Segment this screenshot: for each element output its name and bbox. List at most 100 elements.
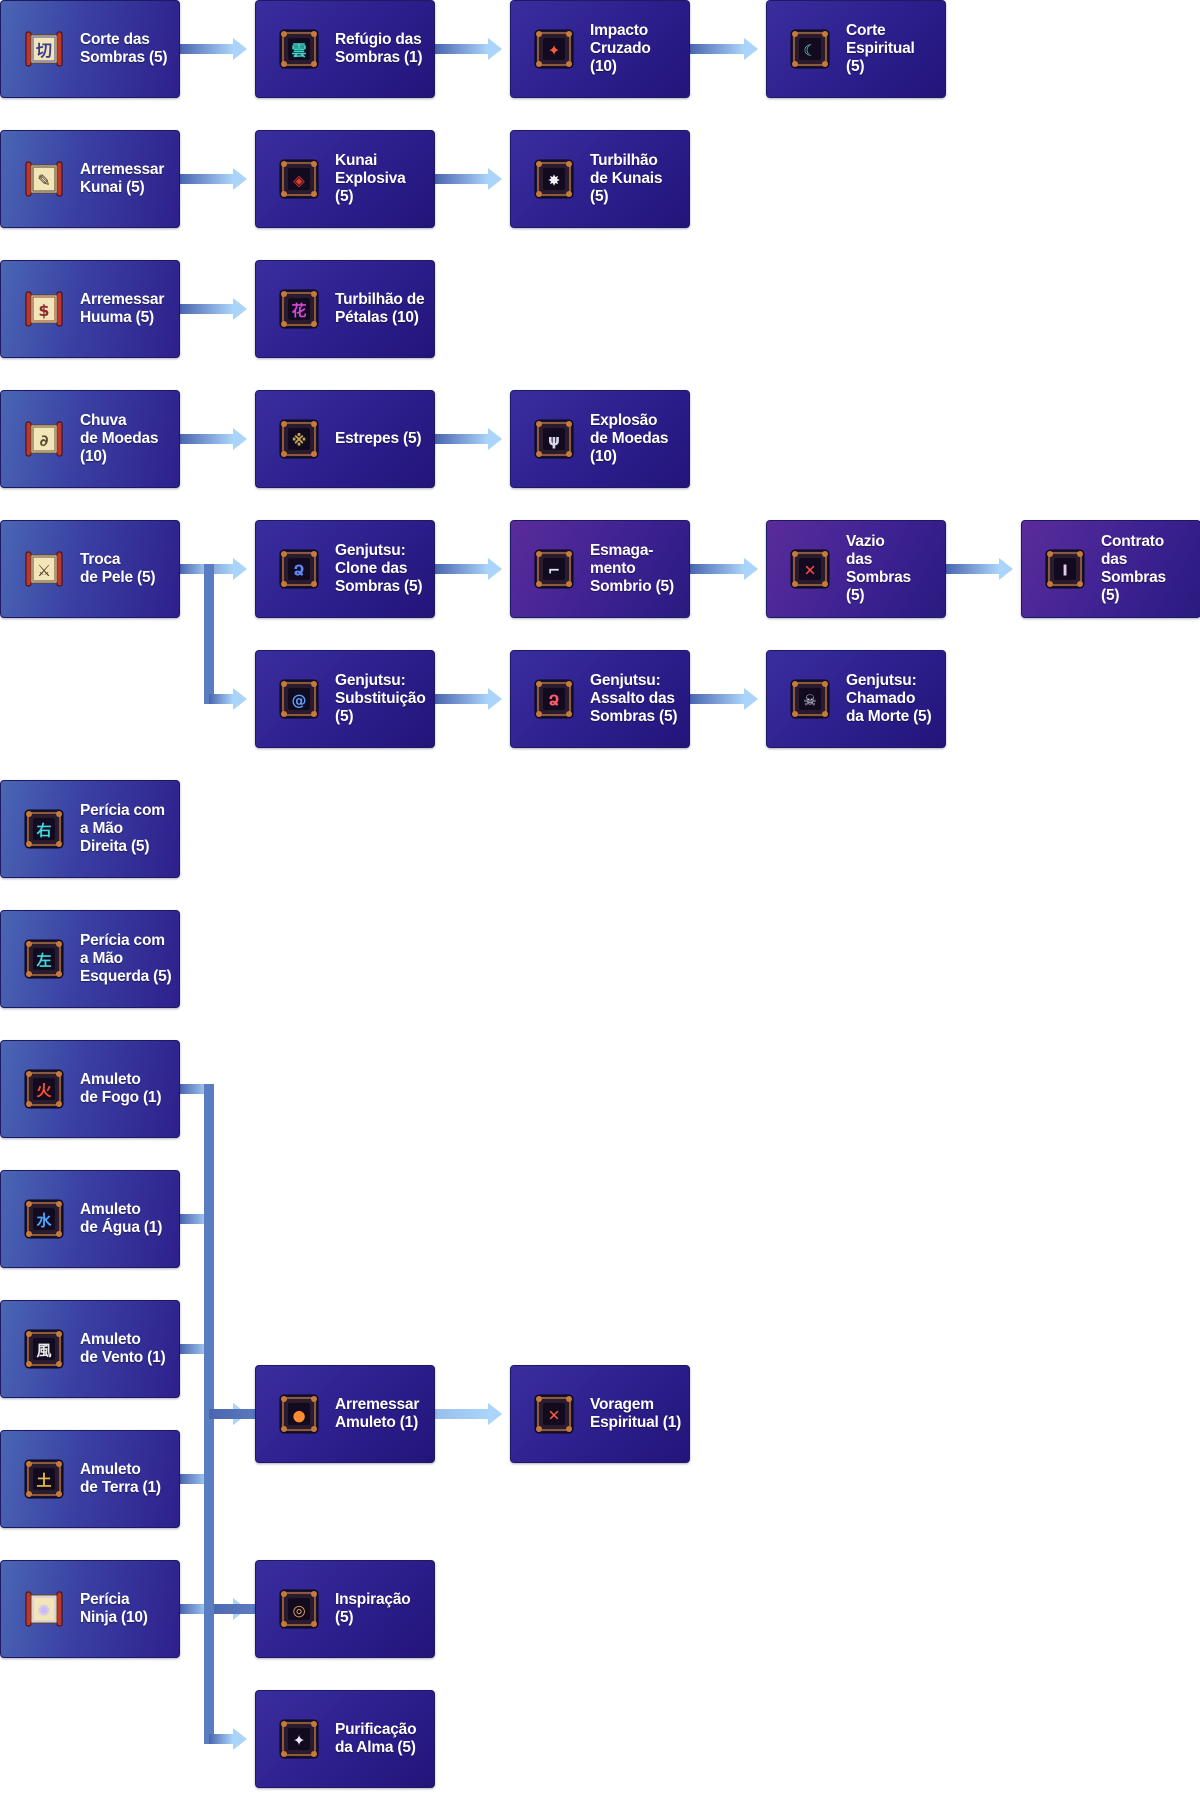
skill-node-voragem-espiritual[interactable]: ✕Voragem Espiritual (1)	[510, 1365, 690, 1463]
skill-label: Estrepes (5)	[335, 430, 422, 447]
svg-text:Ձ: Ձ	[549, 692, 560, 710]
svg-text:∂: ∂	[40, 431, 49, 450]
skill-node-arremessar-huuma[interactable]: $Arremessar Huuma (5)	[0, 260, 180, 358]
skill-node-estrepes[interactable]: ※Estrepes (5)	[255, 390, 435, 488]
skill-node-pericia-mao-esquerda[interactable]: 左 Perícia com a Mão Esquerda (5)	[0, 910, 180, 1008]
arrow-branch	[204, 1214, 214, 1419]
wind-charm-icon: 風	[24, 1329, 64, 1369]
arrow-shaft	[435, 174, 488, 184]
coin-explosion-icon: ψ	[534, 419, 574, 459]
skill-node-arremessar-kunai[interactable]: ✎Arremessar Kunai (5)	[0, 130, 180, 228]
svg-text:風: 風	[36, 1342, 51, 1360]
skill-node-arremessar-amuleto[interactable]: ●Arremessar Amuleto (1)	[255, 1365, 435, 1463]
petal-whirlwind-icon: 花	[279, 289, 319, 329]
arrow-shaft	[435, 694, 488, 704]
arrow-head	[233, 1728, 247, 1750]
svg-text:✦: ✦	[293, 1732, 306, 1750]
arrow-head	[744, 38, 758, 60]
explosive-kunai-icon: ◈	[279, 159, 319, 199]
svg-text:切: 切	[36, 41, 52, 60]
spirit-vortex-icon: ✕	[534, 1394, 574, 1434]
arrow-shaft	[435, 564, 488, 574]
coin-rain-scroll-icon: ∂	[25, 421, 63, 457]
skill-label: Amuleto de Terra (1)	[80, 1461, 161, 1496]
skill-node-turbilhao-de-kunais[interactable]: ✸ Turbilhão de Kunais (5)	[510, 130, 690, 228]
skill-label: Turbilhão de Pétalas (10)	[335, 291, 425, 326]
skill-node-chuva-de-moedas[interactable]: ∂ Chuva de Moedas (10)	[0, 390, 180, 488]
skill-label: Explosão de Moedas (10)	[590, 412, 669, 465]
throw-huuma-scroll-icon: $	[25, 291, 63, 327]
arrow-shaft	[209, 694, 233, 704]
skill-node-explosao-de-moedas[interactable]: ψ Explosão de Moedas (10)	[510, 390, 690, 488]
skill-node-turbilhao-de-petalas[interactable]: 花 Turbilhão de Pétalas (10)	[255, 260, 435, 358]
arrow-shaft	[180, 1344, 209, 1354]
arrow-head	[233, 38, 247, 60]
arrow-shaft	[180, 1474, 209, 1484]
skill-node-pericia-ninja[interactable]: ✺Perícia Ninja (10)	[0, 1560, 180, 1658]
skill-label: Purificação da Alma (5)	[335, 1721, 417, 1756]
skill-label: Inspiração (5)	[335, 1591, 411, 1626]
skill-node-corte-espiritual[interactable]: ☾ Corte Espiritual (5)	[766, 0, 946, 98]
skill-node-amuleto-de-terra[interactable]: 土 Amuleto de Terra (1)	[0, 1430, 180, 1528]
svg-text:花: 花	[291, 302, 306, 320]
arrow-shaft	[180, 44, 233, 54]
skill-node-genjutsu-substituicao[interactable]: @Genjutsu: Substituição (5)	[255, 650, 435, 748]
arrow-head	[488, 688, 502, 710]
skill-node-inspiracao[interactable]: ◎Inspiração (5)	[255, 1560, 435, 1658]
skill-node-impacto-cruzado[interactable]: ✦ Impacto Cruzado (10)	[510, 0, 690, 98]
arrow-head	[999, 558, 1013, 580]
skill-label: Corte Espiritual (5)	[846, 22, 915, 75]
svg-text:雲: 雲	[291, 42, 306, 60]
right-hand-icon: 右	[24, 809, 64, 849]
kunai-whirlwind-icon: ✸	[534, 159, 574, 199]
skill-label: Turbilhão de Kunais (5)	[590, 152, 663, 205]
ninja-mastery-scroll-icon: ✺	[25, 1591, 63, 1627]
skill-node-vazio-das-sombras[interactable]: ✕Vazio das Sombras (5)	[766, 520, 946, 618]
skill-label: Perícia com a Mão Esquerda (5)	[80, 932, 172, 985]
svg-text:☠: ☠	[803, 692, 816, 710]
spirit-cut-icon: ☾	[790, 29, 830, 69]
skill-node-esmagamento-sombrio[interactable]: ⌐Esmaga- mento Sombrio (5)	[510, 520, 690, 618]
skill-label: Amuleto de Água (1)	[80, 1201, 163, 1236]
arrow-branch	[204, 1409, 214, 1614]
svg-text:火: 火	[36, 1082, 52, 1100]
skill-label: Impacto Cruzado (10)	[590, 22, 651, 75]
shadow-cut-scroll-icon: 切	[25, 31, 63, 67]
skill-node-kunai-explosiva[interactable]: ◈Kunai Explosiva (5)	[255, 130, 435, 228]
skill-node-troca-de-pele[interactable]: ⚔Troca de Pele (5)	[0, 520, 180, 618]
skill-label: Vazio das Sombras (5)	[846, 533, 911, 604]
arrow-head	[233, 558, 247, 580]
svg-text:✕: ✕	[548, 1407, 561, 1425]
arrow-head	[488, 1403, 502, 1425]
skin-change-scroll-icon: ⚔	[25, 551, 63, 587]
arrow-head	[488, 428, 502, 450]
shadow-clone-icon: Ձ	[279, 549, 319, 589]
arrow-shaft	[435, 44, 488, 54]
skill-label: Chuva de Moedas (10)	[80, 412, 159, 465]
arrow-shaft	[180, 1084, 209, 1094]
skill-label: Genjutsu: Chamado da Morte (5)	[846, 672, 932, 725]
cross-impact-icon: ✦	[534, 29, 574, 69]
svg-text:左: 左	[35, 952, 51, 970]
arrow-shaft	[180, 564, 209, 574]
skill-node-amuleto-de-vento[interactable]: 風 Amuleto de Vento (1)	[0, 1300, 180, 1398]
svg-text:土: 土	[36, 1472, 51, 1490]
skill-node-genjutsu-chamado-da-morte[interactable]: ☠ Genjutsu: Chamado da Morte (5)	[766, 650, 946, 748]
svg-text:@: @	[292, 692, 307, 710]
skill-node-purificacao-da-alma[interactable]: ✦ Purificação da Alma (5)	[255, 1690, 435, 1788]
svg-text:Ⅰ: Ⅰ	[1062, 562, 1068, 580]
skill-label: Amuleto de Vento (1)	[80, 1331, 166, 1366]
svg-text:⌐: ⌐	[548, 562, 561, 580]
arrow-head	[233, 688, 247, 710]
svg-text:✸: ✸	[548, 172, 561, 190]
arrow-branch	[204, 1344, 214, 1419]
arrow-shaft	[180, 434, 233, 444]
